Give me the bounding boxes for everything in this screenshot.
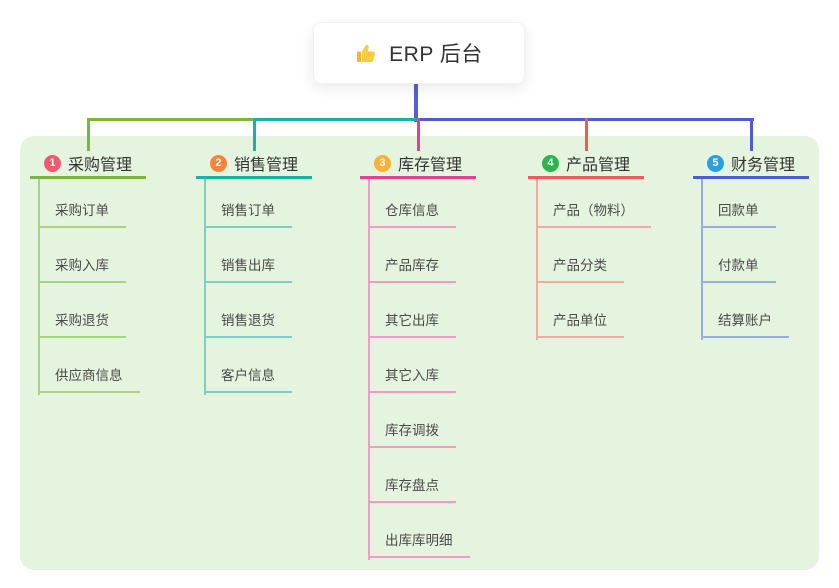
child-node[interactable]: 客户信息	[204, 338, 292, 393]
child-node-label: 销售退货	[204, 309, 292, 338]
branch-title: 库存管理	[397, 157, 462, 174]
child-node[interactable]: 销售退货	[204, 283, 292, 338]
child-connector-line	[204, 179, 206, 395]
child-node[interactable]: 供应商信息	[38, 338, 140, 393]
child-node[interactable]: 其它出库	[368, 283, 470, 338]
branch-children: 销售订单销售出库销售退货客户信息	[204, 173, 292, 393]
connector-segment	[254, 118, 421, 121]
child-node-label: 销售订单	[204, 199, 292, 228]
child-node-label: 客户信息	[204, 364, 292, 393]
child-connector-line	[701, 179, 703, 340]
child-node-label: 采购订单	[38, 199, 126, 228]
child-node-label: 销售出库	[204, 254, 292, 283]
branch-number-badge: 4	[541, 154, 559, 172]
branch-children: 采购订单采购入库采购退货供应商信息	[38, 173, 140, 393]
child-node[interactable]: 销售订单	[204, 173, 292, 228]
child-node[interactable]: 出库库明细	[368, 503, 470, 558]
branch-drop-line	[750, 118, 753, 151]
branch-title: 销售管理	[233, 157, 298, 174]
thumbs-up-icon	[355, 41, 379, 65]
branch-number-badge: 3	[373, 154, 391, 172]
child-node[interactable]: 产品分类	[536, 228, 651, 283]
child-node-label: 库存盘点	[368, 474, 456, 503]
branch-title: 产品管理	[565, 157, 630, 174]
child-node-label: 出库库明细	[368, 529, 470, 558]
branch-drop-line	[585, 118, 588, 151]
child-node-label: 库存调拨	[368, 419, 456, 448]
root-node[interactable]: ERP 后台	[313, 22, 525, 84]
child-node[interactable]: 结算账户	[701, 283, 789, 338]
branch-number-badge: 1	[43, 154, 61, 172]
child-connector-line	[38, 179, 40, 395]
child-node-label: 付款单	[701, 254, 776, 283]
child-node[interactable]: 采购订单	[38, 173, 140, 228]
branch-number-badge: 2	[209, 154, 227, 172]
child-node[interactable]: 其它入库	[368, 338, 470, 393]
child-node[interactable]: 付款单	[701, 228, 789, 283]
branches-panel	[20, 136, 819, 570]
child-node[interactable]: 采购入库	[38, 228, 140, 283]
child-node[interactable]: 库存盘点	[368, 448, 470, 503]
branch-title: 采购管理	[67, 157, 132, 174]
child-node[interactable]: 库存调拨	[368, 393, 470, 448]
child-node[interactable]: 回款单	[701, 173, 789, 228]
branch-drop-line	[87, 118, 90, 151]
child-node-label: 仓库信息	[368, 199, 456, 228]
root-drop-line	[414, 82, 418, 122]
child-node-label: 产品单位	[536, 309, 624, 338]
child-node[interactable]: 产品库存	[368, 228, 470, 283]
branch-children: 回款单付款单结算账户	[701, 173, 789, 338]
branch-header[interactable]: 1 采购管理	[30, 150, 146, 179]
child-node-label: 结算账户	[701, 309, 789, 338]
child-node-label: 采购退货	[38, 309, 126, 338]
branch-title: 财务管理	[730, 157, 795, 174]
child-node-label: 其它出库	[368, 309, 456, 338]
branch-header[interactable]: 4 产品管理	[528, 150, 644, 179]
child-connector-line	[368, 179, 370, 560]
child-node[interactable]: 销售出库	[204, 228, 292, 283]
child-node-label: 采购入库	[38, 254, 126, 283]
child-node[interactable]: 产品（物料）	[536, 173, 651, 228]
branch-children: 仓库信息产品库存其它出库其它入库库存调拨库存盘点出库库明细	[368, 173, 470, 558]
child-node-label: 回款单	[701, 199, 776, 228]
connector-segment	[88, 118, 257, 121]
child-node[interactable]: 采购退货	[38, 283, 140, 338]
branch-header[interactable]: 2 销售管理	[196, 150, 312, 179]
branch-drop-line	[253, 118, 256, 151]
child-node-label: 其它入库	[368, 364, 456, 393]
branch-header[interactable]: 3 库存管理	[360, 150, 476, 179]
child-node-label: 产品分类	[536, 254, 624, 283]
child-node-label: 产品库存	[368, 254, 456, 283]
child-node[interactable]: 产品单位	[536, 283, 651, 338]
child-node-label: 供应商信息	[38, 364, 140, 393]
root-label: ERP 后台	[389, 43, 483, 66]
child-node-label: 产品（物料）	[536, 199, 651, 228]
branch-children: 产品（物料） 产品分类产品单位	[536, 173, 651, 338]
child-node[interactable]: 仓库信息	[368, 173, 470, 228]
branch-number-badge: 5	[706, 154, 724, 172]
branch-drop-line	[417, 118, 420, 151]
child-connector-line	[536, 179, 538, 340]
branch-header[interactable]: 5 财务管理	[693, 150, 809, 179]
